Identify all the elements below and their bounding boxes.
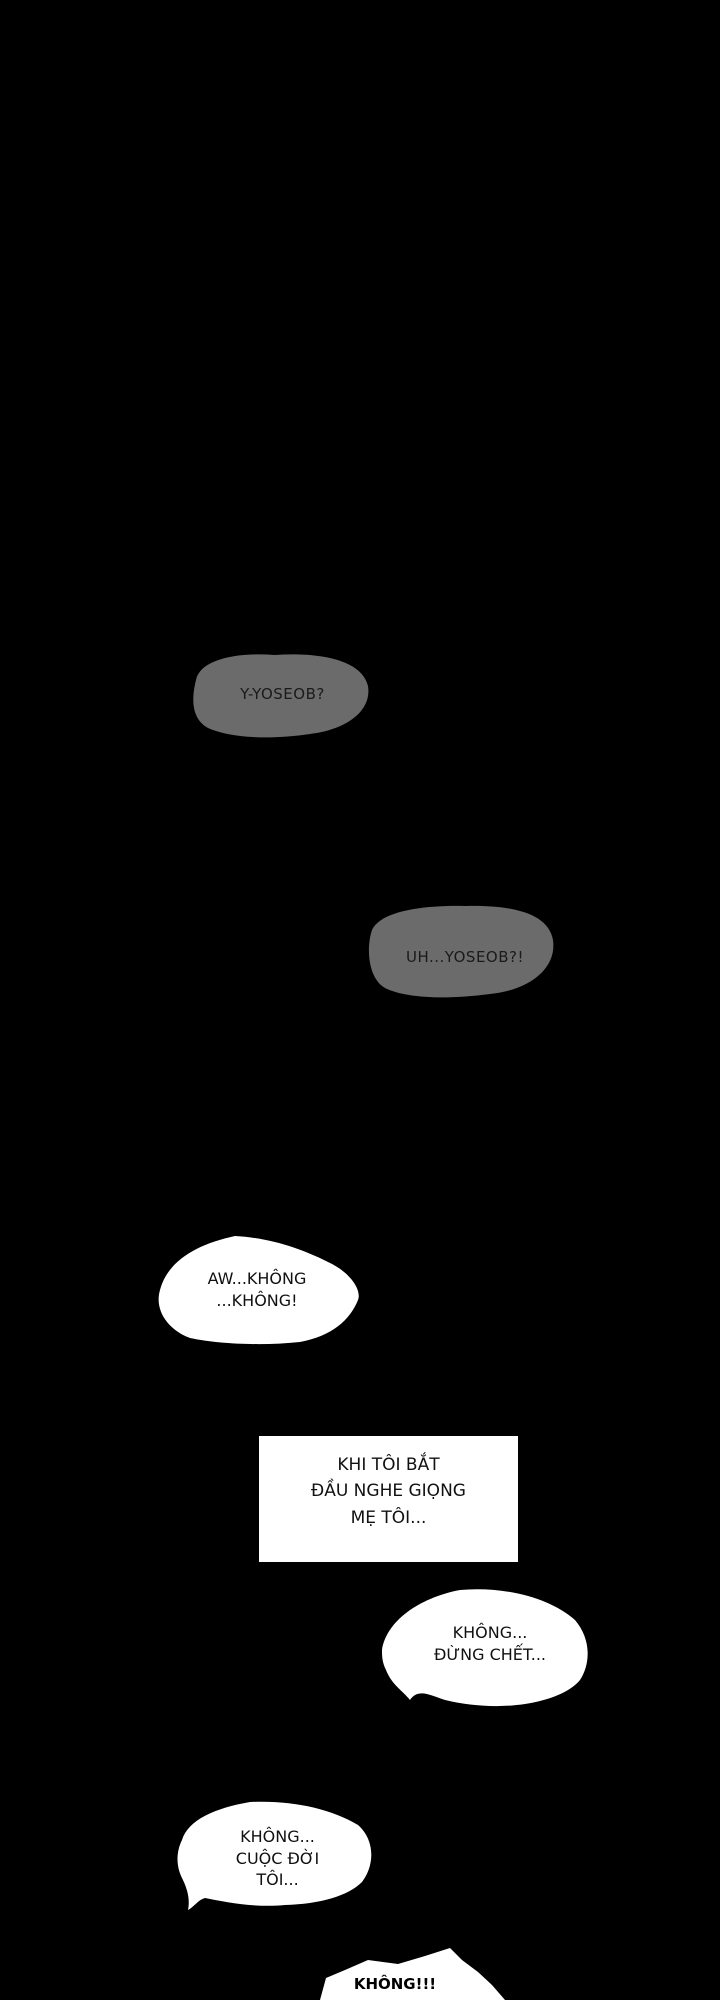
white-speech-bubble-5: [382, 1589, 588, 1707]
bubble-6-line-1: KHÔNG...: [240, 1827, 315, 1846]
caption-text: KHI TÔI BẮT ĐẦU NGHE GIỌNG MẸ TÔI...: [259, 1452, 518, 1531]
white-shout-bubble-7: [320, 1948, 505, 2000]
bubble-5-line-1: KHÔNG...: [452, 1623, 528, 1642]
grey-speech-bubble-1: [193, 654, 369, 738]
white-speech-bubble-3: [158, 1236, 359, 1345]
bubble-6-line-3: TÔI...: [256, 1870, 299, 1890]
bubble-5-line-2: ĐỪNG CHẾT...: [433, 1644, 547, 1664]
bubble-6-line-2: CUỘC ĐỜI: [235, 1848, 320, 1868]
bubble-3-line-2: ...KHÔNG!: [216, 1290, 298, 1310]
caption-box: [259, 1436, 518, 1562]
white-speech-bubble-6: [177, 1801, 372, 1910]
bubble-5-text: KHÔNG... ĐỪNG CHẾT...: [405, 1622, 575, 1665]
bubble-6-text: KHÔNG... CUỘC ĐỜI TÔI...: [195, 1826, 360, 1891]
caption-line-2: ĐẦU NGHE GIỌNG: [311, 1481, 466, 1502]
bubble-1-text: Y-YOSEOB?: [240, 685, 325, 703]
bubble-7-text: KHÔNG!!!: [353, 1975, 437, 1993]
bubble-3-line-1: AW...KHÔNG: [207, 1269, 307, 1288]
bubble-3-text: AW...KHÔNG ...KHÔNG!: [172, 1268, 342, 1311]
bubble-2-text: UH...YOSEOB?!: [405, 948, 525, 966]
caption-line-3: MẸ TÔI...: [350, 1507, 427, 1528]
grey-speech-bubble-2: [368, 905, 554, 998]
caption-line-1: KHI TÔI BẮT: [337, 1455, 440, 1475]
